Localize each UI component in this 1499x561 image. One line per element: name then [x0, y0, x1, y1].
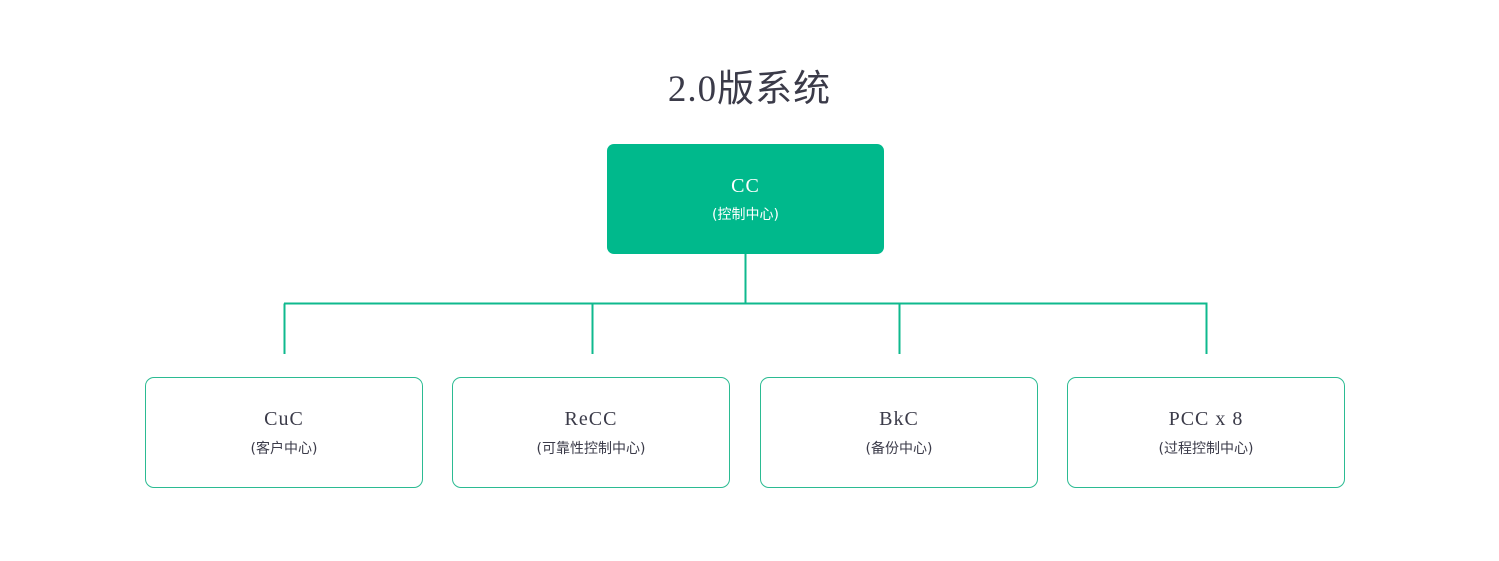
node-name: (控制中心): [712, 206, 779, 223]
node-code: CuC: [264, 407, 304, 430]
node-name: (客户中心): [250, 440, 318, 457]
node-child-cuc[interactable]: CuC (客户中心): [145, 377, 423, 488]
node-code: PCC x 8: [1168, 407, 1244, 430]
node-code: CC: [731, 174, 760, 197]
node-root-cc[interactable]: CC (控制中心): [607, 144, 884, 254]
node-child-recc[interactable]: ReCC (可靠性控制中心): [452, 377, 730, 488]
node-code: BkC: [879, 407, 919, 430]
node-code: ReCC: [564, 407, 618, 430]
node-name: (备份中心): [865, 440, 933, 457]
node-name: (过程控制中心): [1158, 440, 1254, 457]
page-title: 2.0版系统: [667, 69, 832, 110]
node-child-bkc[interactable]: BkC (备份中心): [760, 377, 1038, 488]
node-child-pcc[interactable]: PCC x 8 (过程控制中心): [1067, 377, 1345, 488]
node-name: (可靠性控制中心): [536, 440, 646, 457]
